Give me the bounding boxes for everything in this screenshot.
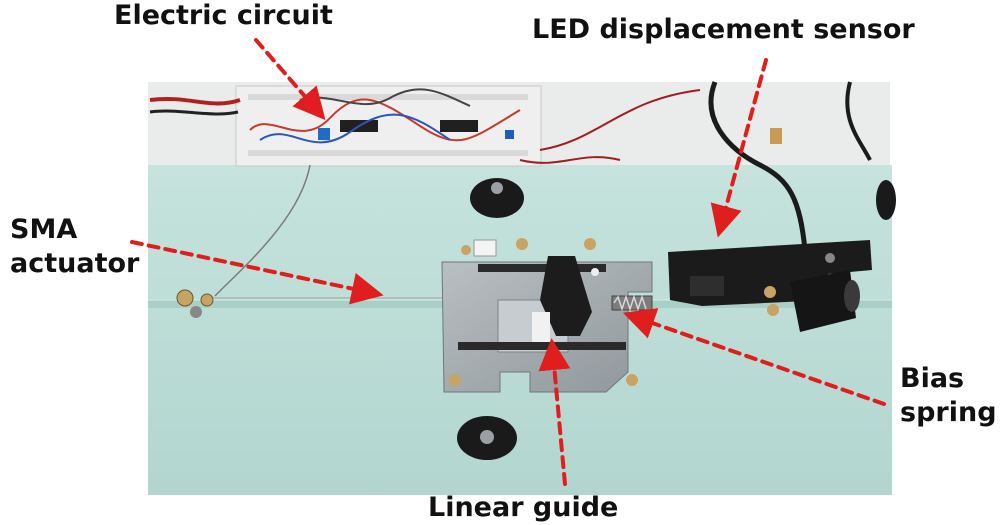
arrow-electric-circuit xyxy=(254,38,326,121)
arrow-bias-spring xyxy=(622,308,886,406)
bias-spring-label-line2: spring xyxy=(900,397,997,428)
led-displacement-sensor-label: LED displacement sensor xyxy=(532,14,915,45)
electric-circuit-label: Electric circuit xyxy=(114,0,333,31)
linear-guide-stage xyxy=(441,238,653,393)
breadboard-circuit xyxy=(149,85,701,167)
sma-actuator-label-line2: actuator xyxy=(10,248,140,279)
bias-spring xyxy=(611,294,653,312)
arrow-led-sensor xyxy=(710,58,768,238)
bias-spring-label-line1: Bias xyxy=(900,363,965,394)
led-sensor-block xyxy=(668,240,872,332)
annotation-arrows xyxy=(130,38,886,486)
linear-guide-label: Linear guide xyxy=(428,492,619,523)
sma-actuator-label: SMA actuator xyxy=(10,213,139,281)
bias-spring-label: Bias spring xyxy=(900,362,997,430)
photo xyxy=(148,81,896,495)
arrow-sma-actuator xyxy=(130,240,384,305)
rubber-feet xyxy=(457,178,896,460)
sma-actuator-label-line1: SMA xyxy=(10,214,78,245)
sma-wire xyxy=(176,164,470,318)
arrow-linear-guide xyxy=(538,338,571,486)
